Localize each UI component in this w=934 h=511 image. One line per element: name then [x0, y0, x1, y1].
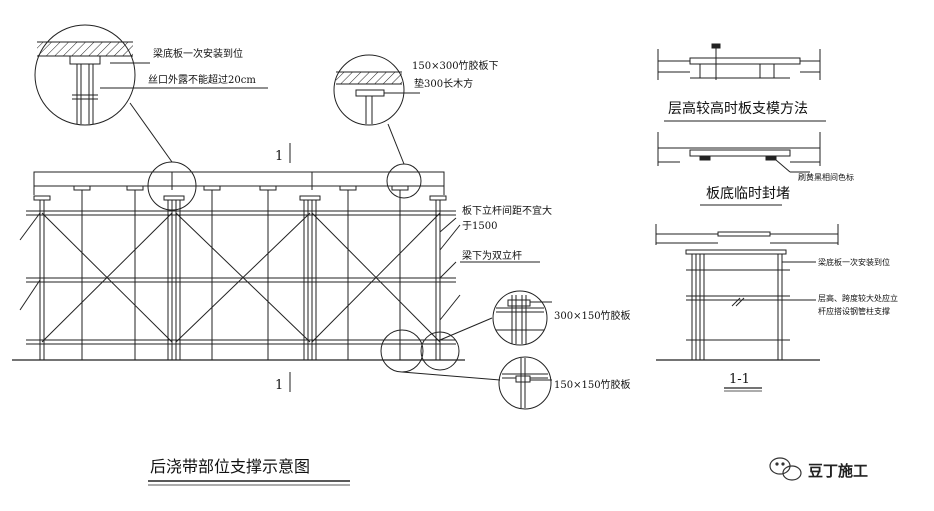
brand-name: 豆丁施工 — [808, 462, 868, 480]
main-scaffold-drawing — [12, 143, 465, 392]
detail-circle-bottom-a — [380, 329, 424, 373]
label-double-pole: 梁下为双立杆 — [462, 249, 522, 262]
label-bamboo-300x150: 300×150竹胶板 — [554, 309, 631, 322]
detail-bubble-timber-pad — [333, 54, 420, 165]
cross-bracing — [19, 212, 461, 343]
detail-circle-bottom-b — [420, 331, 460, 371]
label-paint-yellow-black: 刷黄黑相间色标 — [798, 172, 854, 182]
detail-bubble-300x150 — [492, 290, 552, 346]
section-mark-bottom: 1 — [275, 378, 283, 393]
label-pole-spacing: 板下立杆间距不宜大 — [462, 204, 552, 217]
detail-bubble-beam-bottom — [34, 24, 268, 163]
section-label-1-1: 1-1 — [729, 372, 750, 387]
wechat-icon — [769, 457, 802, 481]
high-floor-method-drawing — [657, 43, 821, 80]
label-pole-spacing-2: 于1500 — [462, 221, 497, 232]
caption-temp-seal: 板底临时封堵 — [706, 186, 790, 202]
label-bamboo-150x300: 150×300竹胶板下 — [412, 59, 499, 72]
top-supports — [33, 185, 447, 201]
slab-band — [33, 171, 445, 187]
label-right-high-span-1: 层高、跨度较大处应立 — [818, 293, 898, 303]
label-bamboo-150x150: 150×150竹胶板 — [554, 378, 631, 391]
label-screw-exposed: 丝口外露不能超过20cm — [148, 73, 256, 86]
label-beam-bottom-once: 梁底板一次安装到位 — [153, 47, 243, 60]
section-mark-top: 1 — [275, 149, 283, 164]
caption-high-floor-method: 层高较高时板支模方法 — [668, 100, 808, 117]
label-pad-300-timber: 垫300长木方 — [414, 77, 473, 90]
detail-bubble-150x150 — [498, 356, 552, 410]
main-title: 后浇带部位支撑示意图 — [150, 457, 310, 476]
label-right-high-span-2: 杆应搭设钢管柱支撑 — [818, 306, 890, 316]
section-1-1-drawing — [655, 224, 839, 361]
temp-seal-drawing — [657, 132, 821, 173]
label-right-beam-bottom: 梁底板一次安装到位 — [818, 257, 890, 267]
brand-watermark: 豆丁施工 — [769, 457, 868, 481]
